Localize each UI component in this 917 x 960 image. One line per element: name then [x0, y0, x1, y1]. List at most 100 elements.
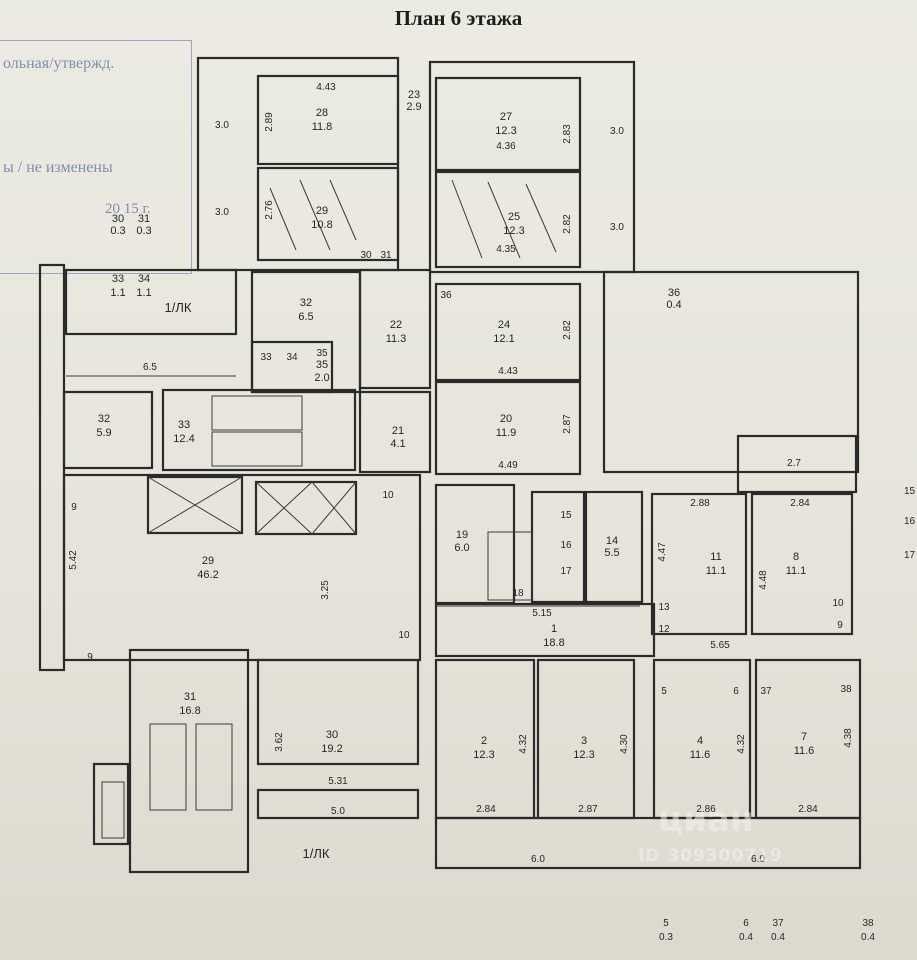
room-number: 27 [500, 111, 512, 123]
dimension: 6.0 [751, 854, 765, 865]
cell-label: 31 [380, 250, 392, 261]
room-number: 20 [500, 413, 512, 425]
room-labels: 28 11.8 29 10.8 27 12.3 25 12.3 23 2.9 3… [96, 89, 814, 761]
dimension: 2.88 [690, 498, 710, 509]
cell-label: 6 [733, 686, 739, 697]
stamp-year: 20 15 г. [105, 201, 151, 217]
room-number: 22 [390, 319, 402, 331]
watermark: циан ID 309300719 [600, 800, 830, 880]
room-number: 30 [326, 729, 338, 741]
dimension: 4.49 [498, 460, 518, 471]
dimension: 5.0 [331, 806, 345, 817]
room-number: 29 [202, 555, 214, 567]
dimension: 4.43 [316, 82, 336, 93]
dimension: 2.84 [798, 804, 818, 815]
room-area: 0.4 [666, 299, 681, 311]
room-number: 7 [801, 731, 807, 743]
dimension: 4.38 [843, 728, 854, 748]
cell-label: 35 [316, 348, 328, 359]
room-number: 23 [408, 89, 420, 101]
room-number: 30 [112, 213, 124, 225]
edge-label: 17 [904, 550, 916, 561]
cell-label: 13 [658, 602, 670, 613]
dimension: 2.82 [562, 214, 573, 234]
room-number: 32 [98, 413, 110, 425]
cell-label: 30 [360, 250, 372, 261]
watermark-brand: циан [658, 800, 754, 840]
room-number: 8 [793, 551, 799, 563]
dimension: 2.84 [476, 804, 496, 815]
room-area: 2.9 [406, 101, 421, 113]
dimension: 4.43 [498, 366, 518, 377]
edge-label: 15 [904, 486, 916, 497]
edge-labels: 15 16 17 [904, 486, 916, 561]
room-area: 12.1 [493, 333, 514, 345]
room-number: 35 [316, 359, 328, 371]
cell-label: 10 [832, 598, 844, 609]
plan-details [101, 179, 557, 839]
room-number: 29 [316, 205, 328, 217]
stamp-line-2: ы / не изменены [3, 159, 113, 176]
room-area: 5.5 [604, 547, 619, 559]
room-number: 33 [178, 419, 190, 431]
room-area: 12.3 [503, 225, 524, 237]
walls [38, 56, 862, 874]
footer-area: 0.4 [739, 932, 753, 943]
room-number: 25 [508, 211, 520, 223]
cell-label: 18 [512, 588, 524, 599]
stamp-line-1: ольная/утвержд. [3, 55, 115, 72]
small-cell-labels: 30 31 33 34 35 36 18 15 16 17 13 12 10 9… [260, 250, 852, 697]
dimension: 2.87 [578, 804, 598, 815]
room-area: 46.2 [197, 569, 218, 581]
room-area: 0.3 [110, 225, 125, 237]
dimension: 4.35 [496, 244, 516, 255]
dimension: 2.89 [264, 112, 275, 132]
cell-label: 12 [658, 624, 670, 635]
dimension: 10 [398, 630, 410, 641]
room-number: 33 [112, 273, 124, 285]
footer-area: 0.4 [771, 932, 785, 943]
dimension: 4.48 [758, 570, 769, 590]
dimension: 2.7 [787, 458, 801, 469]
cell-label: 38 [840, 684, 852, 695]
room-number: 11 [710, 551, 721, 563]
room-number: 28 [316, 107, 328, 119]
dimension: 3.0 [215, 120, 229, 131]
dimension: 5.65 [710, 640, 730, 651]
dimension: 3.25 [320, 580, 331, 600]
room-area: 6.0 [454, 542, 469, 554]
footer-area: 0.4 [861, 932, 875, 943]
cell-label: 16 [560, 540, 572, 551]
footer-num: 38 [862, 918, 874, 929]
footer-num: 5 [663, 918, 669, 929]
dimension: 2.87 [562, 414, 573, 434]
room-number: 4 [697, 735, 703, 747]
room-number: 36 [668, 287, 680, 299]
dimension: 6.0 [531, 854, 545, 865]
cell-label: 36 [440, 290, 452, 301]
dimension: 3.0 [610, 126, 624, 137]
room-area: 16.8 [179, 705, 200, 717]
room-area: 11.3 [386, 333, 407, 345]
dimension: 4.36 [496, 141, 516, 152]
room-area: 11.9 [496, 427, 517, 439]
room-area: 4.1 [390, 438, 405, 450]
room-area: 12.3 [473, 749, 494, 761]
room-area: 11.6 [690, 749, 711, 761]
room-area: 11.1 [786, 565, 807, 577]
room-number: 19 [456, 529, 468, 541]
dimension: 5.31 [328, 776, 348, 787]
approval-stamp: ольная/утвержд. ы / не изменены 20 15 г. [0, 40, 192, 274]
room-area: 1.1 [136, 287, 151, 299]
room-area: 11.8 [312, 121, 333, 133]
cell-label: 37 [760, 686, 772, 697]
cell-label: 34 [286, 352, 298, 363]
room-area: 11.1 [706, 565, 727, 577]
dimension: 2.76 [264, 200, 275, 220]
dimension: 3.0 [215, 207, 229, 218]
dimension: 4.32 [518, 734, 529, 754]
boundary-label: 1/ЛК [303, 846, 330, 861]
plan-title: План 6 этажа [394, 6, 523, 30]
footer-num: 6 [743, 918, 749, 929]
